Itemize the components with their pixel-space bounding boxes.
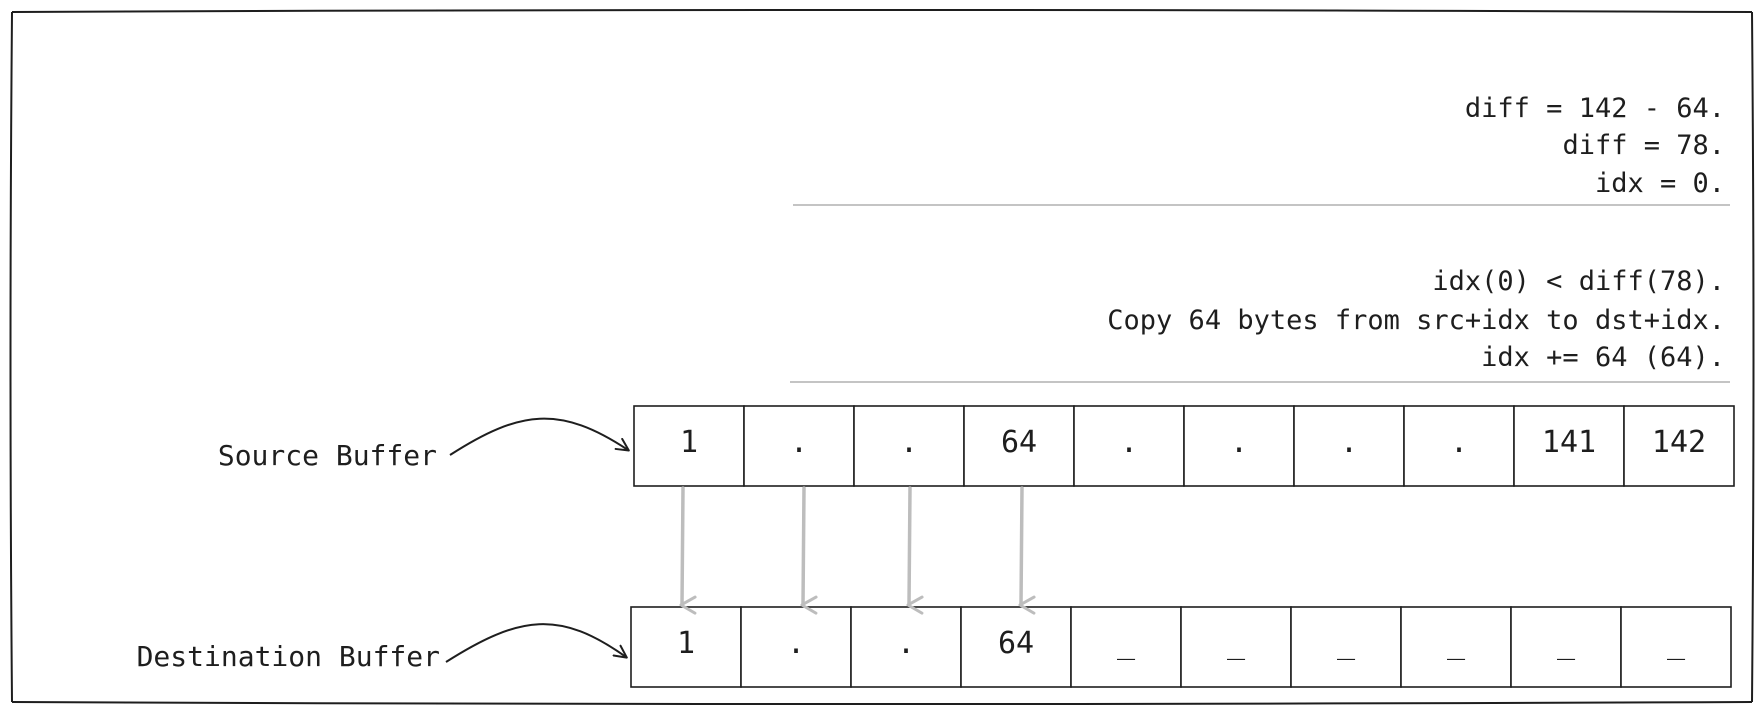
source-buffer-cell-value: . bbox=[1340, 425, 1358, 460]
step1-line: diff = 142 - 64. bbox=[1465, 93, 1725, 124]
source-buffer-cell bbox=[633, 405, 745, 487]
destination-buffer-cell-value: _ bbox=[1227, 626, 1246, 661]
source-buffer-cell bbox=[1293, 405, 1405, 487]
source-pointer-arrow bbox=[449, 417, 630, 456]
source-buffer-cell bbox=[1073, 405, 1185, 487]
copy-arrow bbox=[679, 486, 697, 615]
destination-buffer-cell-value: _ bbox=[1337, 626, 1356, 661]
source-buffer-cell-value: 64 bbox=[1001, 425, 1037, 460]
destination-buffer-cell-value: 64 bbox=[998, 626, 1034, 661]
step1-line: diff = 78. bbox=[1562, 130, 1725, 161]
source-buffer-cell-value: . bbox=[900, 425, 918, 460]
destination-buffer-cell-value: _ bbox=[1667, 626, 1686, 661]
copy-arrow bbox=[1018, 486, 1036, 615]
destination-buffer-cell-value: . bbox=[897, 626, 915, 661]
step2-text: idx(0) < diff(78). Copy 64 bytes from sr… bbox=[1107, 266, 1725, 373]
destination-buffer-label: Destination Buffer bbox=[137, 640, 440, 673]
source-buffer-cell-value: . bbox=[1230, 425, 1248, 460]
source-buffer-cell bbox=[963, 405, 1075, 487]
destination-buffer-cell bbox=[1400, 606, 1512, 688]
destination-buffer-cell-value: _ bbox=[1117, 626, 1136, 661]
source-buffer: 1.. 64.... 141 142 bbox=[633, 405, 1735, 487]
source-buffer-cell-value: . bbox=[1450, 425, 1468, 460]
destination-buffer-cell bbox=[630, 606, 742, 688]
destination-pointer-arrow bbox=[445, 623, 628, 663]
destination-buffer-cell bbox=[960, 606, 1072, 688]
destination-buffer: 1.. 64 _ _ _ _ _ _ bbox=[630, 606, 1732, 688]
source-buffer-cell bbox=[1183, 405, 1295, 487]
source-buffer-cell-value: 1 bbox=[680, 425, 698, 460]
source-buffer-cell bbox=[1623, 405, 1735, 487]
destination-buffer-cell bbox=[1290, 606, 1402, 688]
copy-arrows bbox=[679, 486, 1036, 615]
destination-buffer-cell-value: _ bbox=[1557, 626, 1576, 661]
destination-buffer-cell bbox=[1620, 606, 1732, 688]
source-buffer-cell-value: . bbox=[790, 425, 808, 460]
diagram-frame bbox=[9, 9, 1755, 705]
destination-buffer-cell bbox=[740, 606, 852, 688]
step1-line: idx = 0. bbox=[1595, 168, 1725, 199]
source-buffer-cell-value: 142 bbox=[1652, 425, 1706, 460]
step2-line: idx(0) < diff(78). bbox=[1432, 266, 1725, 297]
destination-buffer-cell-value: _ bbox=[1447, 626, 1466, 661]
source-buffer-cell bbox=[1513, 405, 1625, 487]
step1-text: diff = 142 - 64. diff = 78. idx = 0. bbox=[1465, 93, 1725, 199]
copy-arrow bbox=[906, 486, 924, 615]
destination-buffer-cell-value: 1 bbox=[677, 626, 695, 661]
destination-buffer-cell bbox=[850, 606, 962, 688]
step2-line: Copy 64 bytes from src+idx to dst+idx. bbox=[1107, 305, 1725, 336]
source-buffer-cell bbox=[1403, 405, 1515, 487]
destination-buffer-cell-value: . bbox=[787, 626, 805, 661]
source-buffer-cell-value: . bbox=[1120, 425, 1138, 460]
step2-line: idx += 64 (64). bbox=[1481, 342, 1725, 373]
copy-arrow bbox=[800, 486, 818, 615]
source-buffer-cell-value: 141 bbox=[1542, 425, 1596, 460]
source-buffer-label: Source Buffer bbox=[218, 439, 437, 472]
